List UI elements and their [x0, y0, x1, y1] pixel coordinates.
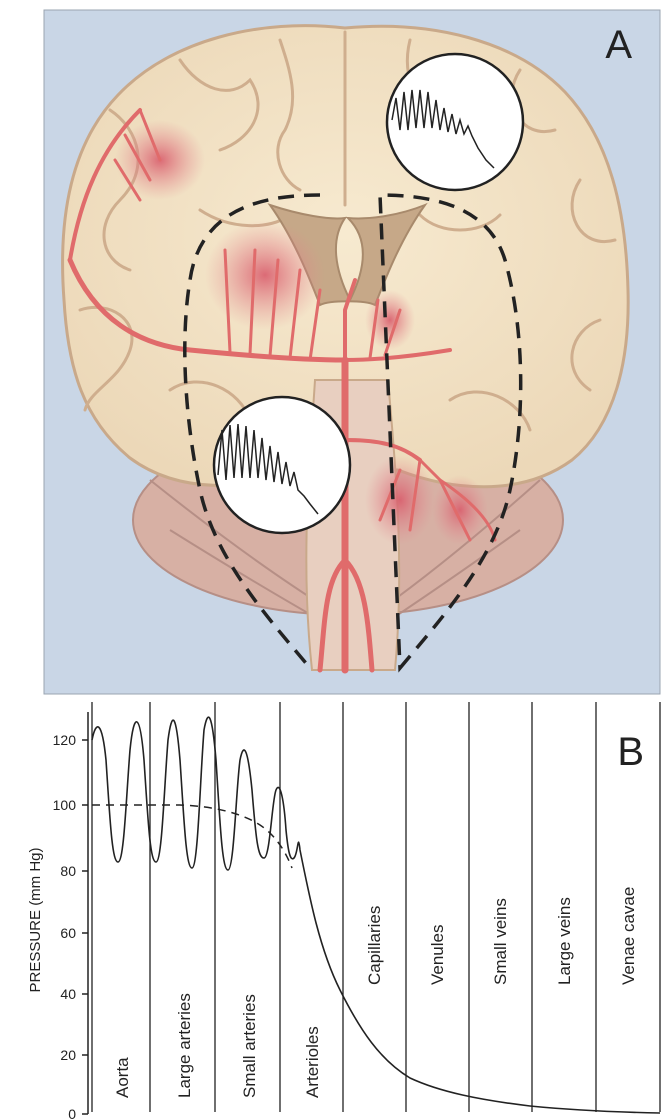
segment-label-capillaries: Capillaries: [365, 906, 384, 985]
segment-label-small-veins: Small veins: [491, 898, 510, 985]
panel-b: 0 20 40 60 80 100 120 PRESSURE (mm Hg) A…: [27, 702, 660, 1120]
segment-label-aorta: Aorta: [113, 1057, 132, 1098]
pressure-trace-mean: [92, 805, 292, 868]
y-tick-label-100: 100: [53, 797, 77, 813]
y-tick-label-60: 60: [60, 925, 76, 941]
y-tick-label-80: 80: [60, 863, 76, 879]
panel-a-label: A: [605, 23, 632, 67]
infarct-deep-left: [205, 220, 325, 330]
y-axis-label: PRESSURE (mm Hg): [27, 847, 44, 992]
y-ticks: [82, 740, 88, 1114]
segment-label-large-veins: Large veins: [555, 897, 574, 985]
panel-b-label: B: [617, 730, 644, 774]
segment-label-small-arteries: Small arteries: [240, 994, 259, 1098]
segment-label-large-arteries: Large arteries: [175, 993, 194, 1098]
segment-label-venules: Venules: [428, 925, 447, 986]
pulse-inset-top: [387, 54, 523, 190]
infarct-cerebellar: [432, 475, 488, 545]
segment-label-arterioles: Arterioles: [303, 1026, 322, 1098]
segment-label-venae-cavae: Venae cavae: [619, 887, 638, 985]
y-tick-label-120: 120: [53, 732, 77, 748]
y-tick-label-0: 0: [68, 1106, 76, 1120]
pulse-inset-bottom: [214, 397, 350, 533]
panel-a: A: [44, 10, 660, 694]
y-tick-label-40: 40: [60, 986, 76, 1002]
y-tick-label-20: 20: [60, 1047, 76, 1063]
